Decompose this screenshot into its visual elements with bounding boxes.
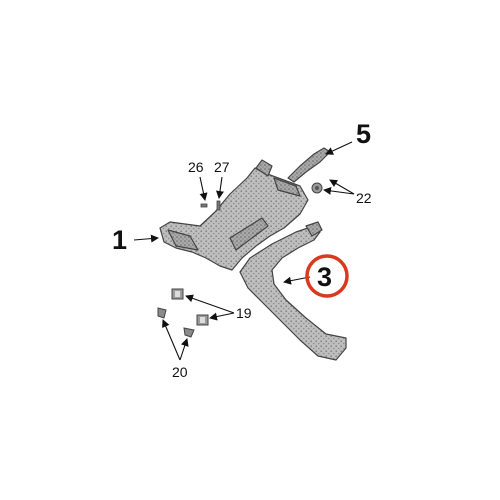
callout-part-19: 19: [236, 305, 252, 321]
part-1-trim-panel: [159, 159, 309, 271]
highlight-circle-part-3: [305, 254, 349, 298]
callout-part-1: 1: [112, 225, 127, 255]
callout-part-3: 3: [317, 262, 332, 292]
callout-part-5: 5: [356, 119, 371, 149]
leader-part-27: [216, 176, 224, 199]
part-26-fastener: [200, 203, 208, 208]
leader-part-19-a: [185, 294, 235, 314]
part-5-clip-strip: [287, 147, 331, 183]
callout-part-26: 26: [188, 159, 204, 175]
callout-part-27: 27: [214, 159, 230, 175]
leader-part-20-a: [162, 319, 181, 361]
leader-part-19-b: [209, 312, 235, 321]
leader-part-22-b: [323, 186, 355, 195]
part-3-curved-trim: [239, 221, 347, 361]
part-22-nut: [311, 182, 323, 194]
callout-part-22: 22: [356, 190, 372, 206]
leader-part-22-a: [329, 179, 355, 195]
leader-part-26: [199, 176, 208, 201]
leader-part-5: [325, 141, 353, 155]
leader-part-1: [133, 234, 159, 243]
part-19-clip-lower: [196, 314, 209, 326]
part-20-screw-upper: [157, 307, 167, 319]
leader-part-20-b: [179, 338, 189, 361]
callout-part-20: 20: [172, 364, 188, 380]
part-19-clip-upper: [171, 288, 184, 300]
part-20-screw-lower: [183, 327, 195, 338]
part-27-fastener: [216, 200, 221, 211]
